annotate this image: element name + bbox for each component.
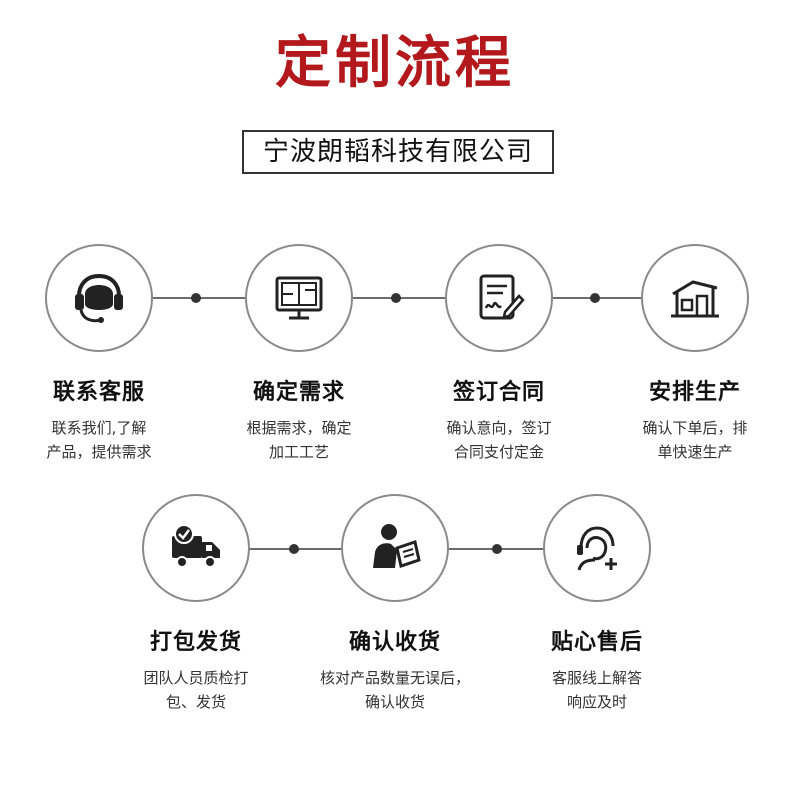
step-desc-line2: 合同支付定金 <box>453 443 544 461</box>
headset-icon <box>75 274 123 323</box>
connector-dot <box>191 293 201 303</box>
step-desc-line2: 单快速生产 <box>657 443 733 461</box>
step-confirm-requirements: 确定需求 根据需求，确定 加工工艺 <box>214 244 384 464</box>
step-desc-line1: 客服线上解答 <box>551 669 642 687</box>
step-desc-line2: 确认收货 <box>364 693 425 711</box>
step-arrange-production: 安排生产 确认下单后，排 单快速生产 <box>610 244 780 464</box>
step-pack-ship: 打包发货 团队人员质检打 包、发货 <box>111 494 281 714</box>
step-icon-circle <box>445 244 553 352</box>
person-tablet-icon <box>373 524 421 568</box>
step-desc-line1: 核对产品数量无误后， <box>319 669 470 687</box>
step-title: 确定需求 <box>252 380 345 405</box>
step-desc-line1: 联系我们,了解 <box>51 419 147 437</box>
step-desc-line2: 产品，提供需求 <box>46 443 152 461</box>
step-desc-line1: 确认下单后，排 <box>642 419 748 437</box>
factory-icon <box>671 280 719 318</box>
connector-dot <box>492 544 502 554</box>
delivery-truck-icon <box>172 524 220 568</box>
company-name-box: 宁波朗韬科技有限公司 <box>242 130 554 174</box>
page-title: 定制流程 <box>275 31 515 96</box>
step-title: 打包发货 <box>149 630 242 655</box>
step-contact-service: 联系客服 联系我们,了解 产品，提供需求 <box>14 244 184 464</box>
step-icon-circle <box>341 494 449 602</box>
step-title: 确认收货 <box>348 630 441 655</box>
step-title: 安排生产 <box>648 380 741 405</box>
step-desc-line2: 响应及时 <box>566 693 627 711</box>
step-confirm-receipt: 确认收货 核对产品数量无误后， 确认收货 <box>310 494 480 714</box>
step-desc-line1: 根据需求，确定 <box>246 419 352 437</box>
monitor-blueprint-icon <box>275 276 323 320</box>
step-icon-circle <box>543 494 651 602</box>
customer-service-icon <box>577 526 617 571</box>
contract-sign-icon <box>479 274 525 320</box>
step-icon-circle <box>45 244 153 352</box>
step-title: 签订合同 <box>452 380 545 405</box>
step-sign-contract: 签订合同 确认意向，签订 合同支付定金 <box>414 244 584 464</box>
step-icon-circle <box>142 494 250 602</box>
connector-dot <box>289 544 299 554</box>
step-title: 联系客服 <box>52 380 145 405</box>
step-after-sales: 贴心售后 客服线上解答 响应及时 <box>512 494 682 714</box>
step-desc-line2: 加工工艺 <box>268 443 329 461</box>
step-title: 贴心售后 <box>550 630 643 655</box>
step-icon-circle <box>245 244 353 352</box>
step-desc-line2: 包、发货 <box>165 693 226 711</box>
step-icon-circle <box>641 244 749 352</box>
connector-dot <box>391 293 401 303</box>
connector-dot <box>590 293 600 303</box>
step-desc-line1: 确认意向，签订 <box>446 419 552 437</box>
step-desc-line1: 团队人员质检打 <box>143 669 249 687</box>
